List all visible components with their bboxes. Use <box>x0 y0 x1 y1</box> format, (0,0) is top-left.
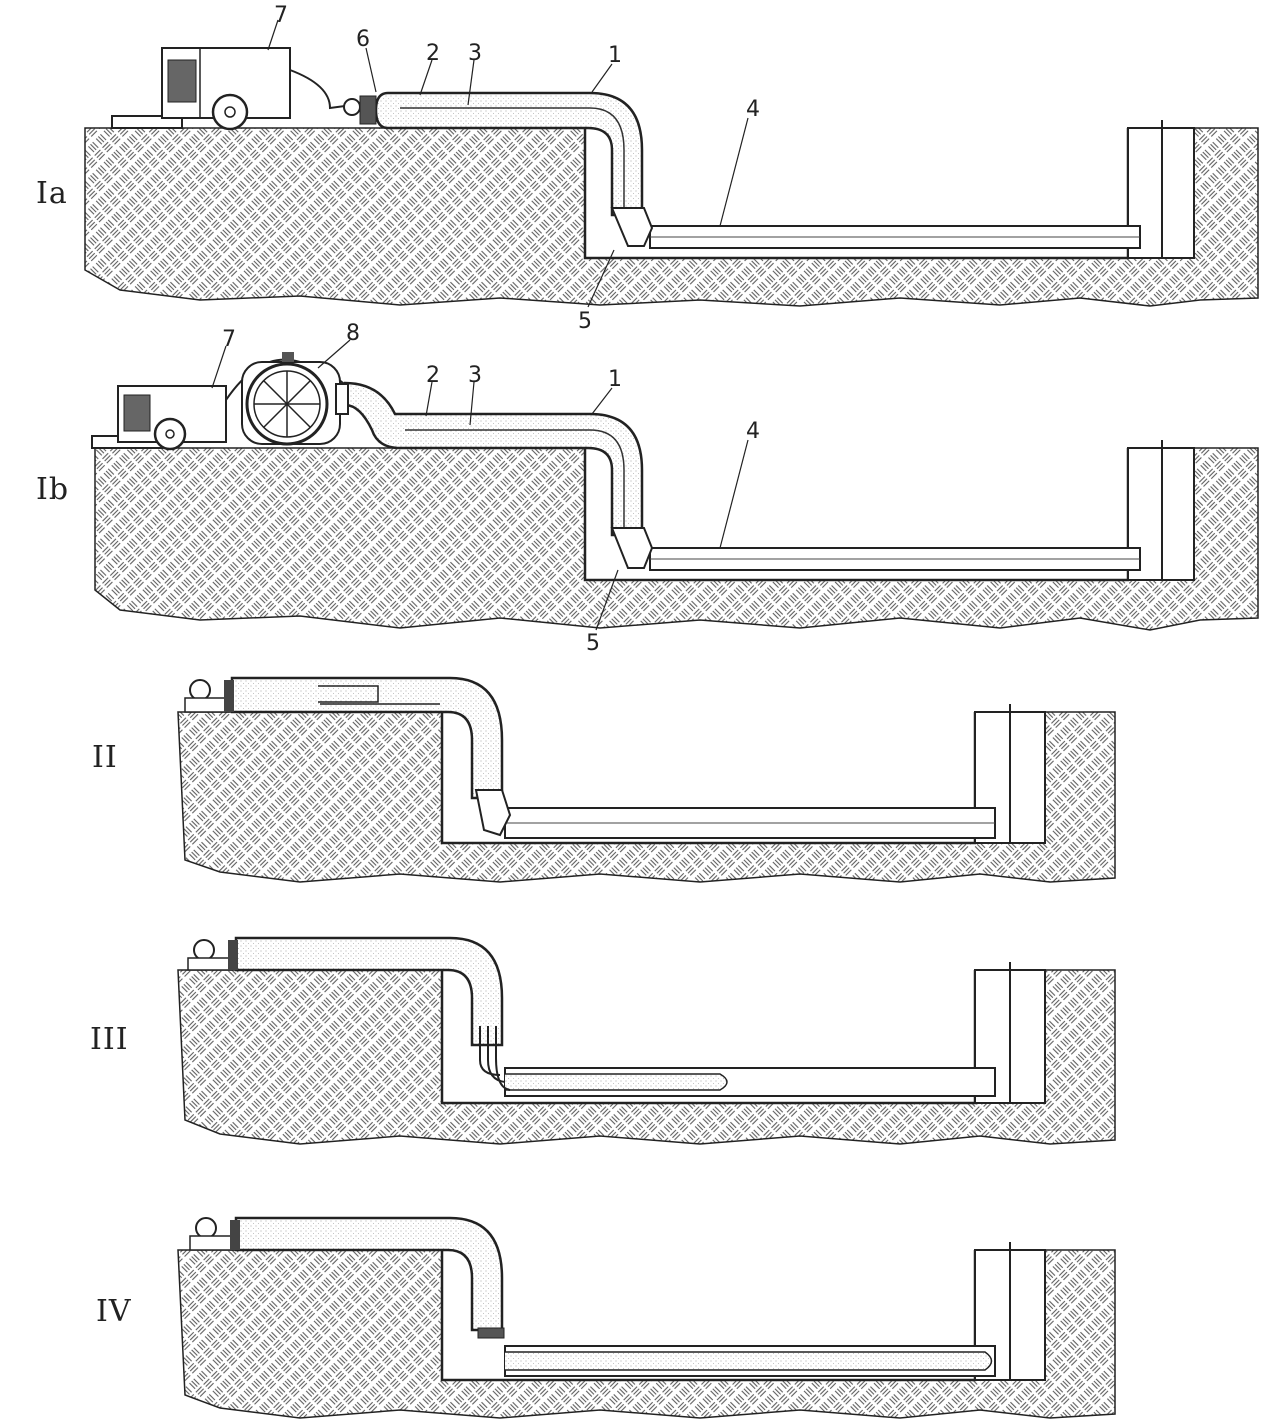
tractor-unit-icon <box>111 47 361 131</box>
inversion-hose <box>343 381 644 537</box>
inversion-hose <box>234 1216 504 1332</box>
pump-icon <box>189 1217 240 1251</box>
panel-IV <box>177 1216 1116 1419</box>
inverted-liner <box>505 1351 993 1371</box>
pump-icon <box>187 939 238 971</box>
panel-label-Ib: Ib <box>36 472 70 507</box>
tractor-unit-icon <box>91 385 227 451</box>
elbow-nozzle <box>474 789 512 837</box>
panel-II <box>177 676 1116 883</box>
elbow-nozzle <box>610 527 654 569</box>
inversion-hose <box>234 936 504 1047</box>
pump-icon <box>343 95 377 125</box>
leader-lines <box>267 19 749 308</box>
inversion-hose <box>230 676 504 800</box>
panel-label-III: III <box>90 1022 129 1057</box>
panel-label-IV: IV <box>96 1294 132 1329</box>
panel-III <box>177 936 1116 1145</box>
panel-Ib <box>91 339 1259 631</box>
panel-label-II: II <box>92 740 118 775</box>
leader-lines <box>211 339 749 631</box>
pump-icon <box>184 679 234 713</box>
elbow-nozzle <box>610 207 654 247</box>
fan-drum-icon <box>225 352 349 446</box>
panel-Ia <box>84 19 1259 308</box>
panel-label-Ia: Ia <box>36 176 68 211</box>
inverted-liner <box>505 1073 728 1091</box>
